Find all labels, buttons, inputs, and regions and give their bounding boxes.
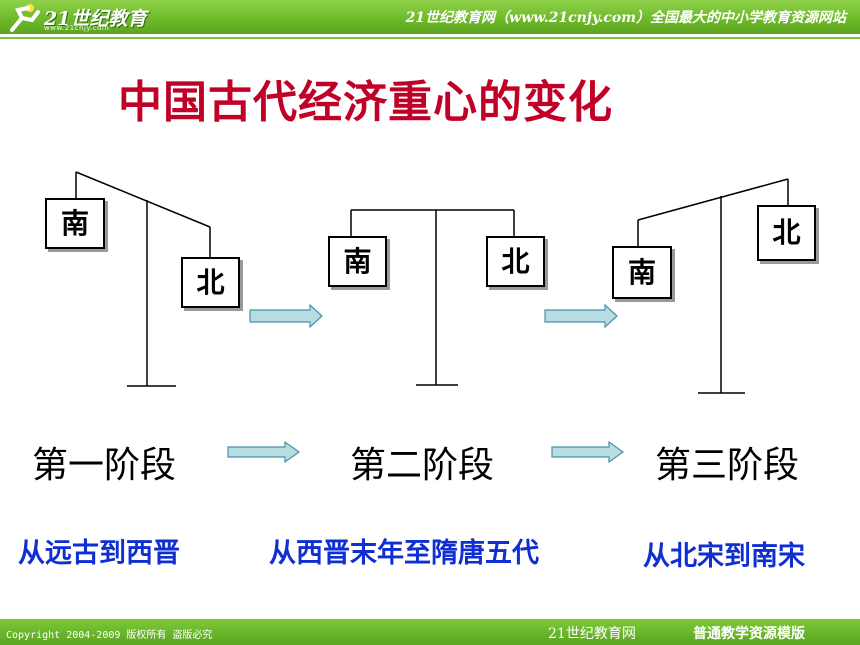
logo-url: www.21cnjy.com <box>44 24 110 32</box>
page-title: 中国古代经济重心的变化 <box>118 77 613 128</box>
scale-1 <box>75 171 211 387</box>
footer-bar <box>0 619 860 645</box>
scale-3-south-box: 南 <box>612 246 672 299</box>
runner-logo-icon <box>10 4 40 32</box>
arrow-scale-2-3-icon <box>544 303 618 329</box>
arrow-stage-2-3-icon <box>551 440 625 464</box>
footer-brand[interactable]: 21世纪教育网 <box>548 626 636 642</box>
stage-1-period: 从远古到西晋 <box>18 538 180 569</box>
arrow-stage-1-2-icon <box>227 440 301 464</box>
scale-2 <box>350 209 515 386</box>
scale-1-north-label: 北 <box>196 266 225 299</box>
site-logo[interactable]: 21世纪教育 www.21cnjy.com <box>4 0 154 34</box>
arrow-scale-1-2-icon <box>249 303 323 329</box>
scale-3-south-label: 南 <box>627 256 656 289</box>
header-divider <box>0 34 860 37</box>
header-bar <box>0 0 860 34</box>
scale-2-north-box: 北 <box>486 236 545 287</box>
copyright-text: Copyright 2004-2009 版权所有 盗版必究 <box>6 630 213 641</box>
footer-template-label: 普通教学资源模版 <box>693 626 805 642</box>
scale-1-north-box: 北 <box>181 257 240 308</box>
scale-1-beam <box>75 171 211 228</box>
stage-2-period: 从西晋末年至隋唐五代 <box>269 538 539 569</box>
stage-3-name: 第三阶段 <box>655 445 800 486</box>
scale-3 <box>637 178 789 394</box>
header-divider-green <box>0 37 860 39</box>
logo-text: 21世纪教育 <box>44 8 147 30</box>
scale-2-north-label: 北 <box>501 245 530 278</box>
stage-3-period: 从北宋到南宋 <box>643 541 805 572</box>
scale-1-south-label: 南 <box>60 207 89 240</box>
scale-3-north-label: 北 <box>772 216 801 249</box>
scale-3-north-box: 北 <box>757 205 816 261</box>
scale-3-beam <box>637 178 789 221</box>
scale-1-south-box: 南 <box>45 198 105 249</box>
scale-2-south-box: 南 <box>328 236 387 287</box>
stage-2-name: 第二阶段 <box>350 445 495 486</box>
header-slogan: 21世纪教育网（www.21cnjy.com）全国最大的中小学教育资源网站 <box>405 10 846 26</box>
scale-2-south-label: 南 <box>343 245 372 278</box>
stage-1-name: 第一阶段 <box>32 445 177 486</box>
